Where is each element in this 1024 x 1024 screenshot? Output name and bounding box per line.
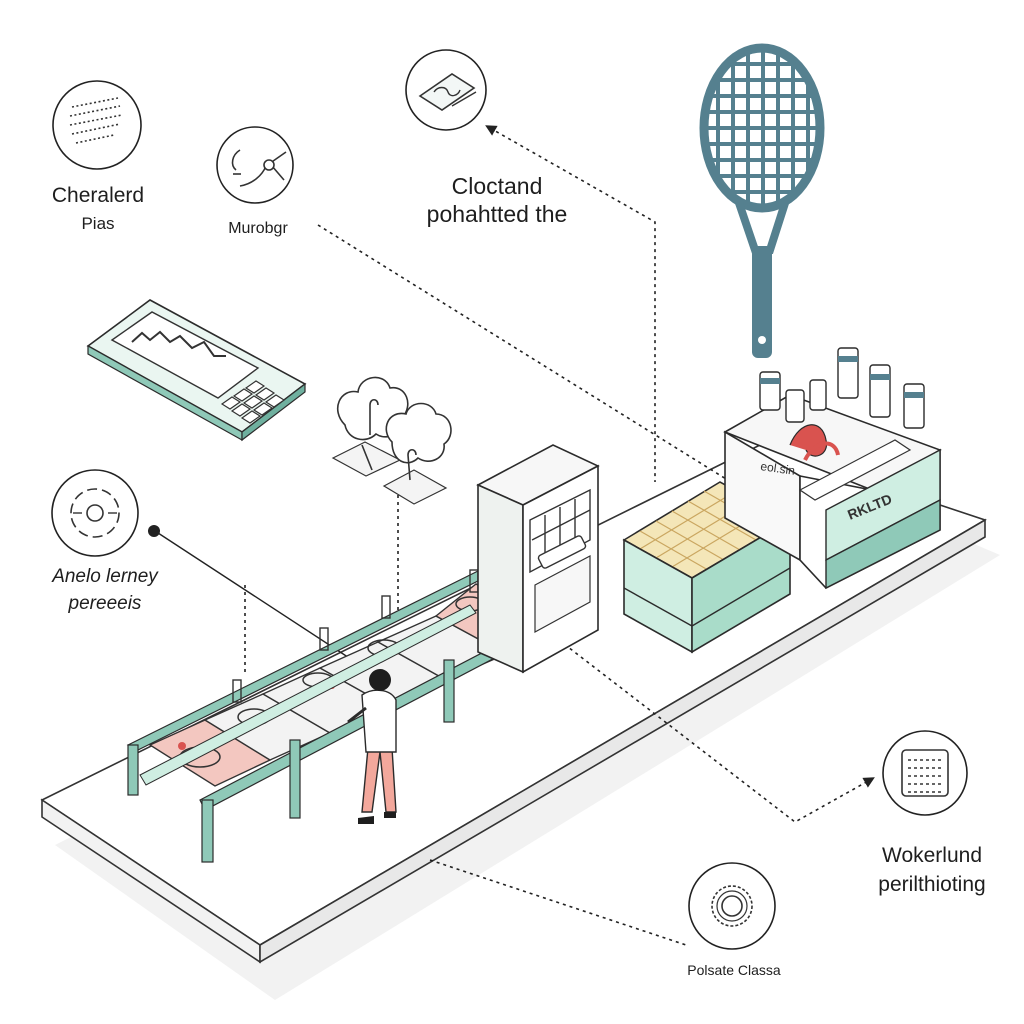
connector-anelo-solid <box>154 530 361 666</box>
label-anelo: Anelo lerney <box>52 566 158 587</box>
label-pias: Pias <box>81 214 115 233</box>
document-lines-icon <box>52 80 142 170</box>
target-icon <box>51 469 139 557</box>
keycard-icon <box>405 49 487 131</box>
box-label-left: eol.sin <box>760 459 796 478</box>
label-murobgr: Murobgr <box>228 220 288 237</box>
gear-ring-icon <box>688 862 776 950</box>
label-pereeeis: pereeeis <box>68 593 142 614</box>
label-cloctand: Cloctand <box>451 173 543 199</box>
control-cabinet <box>476 444 600 674</box>
label-polsate: Polsate Classa <box>687 962 781 978</box>
trees-icon <box>331 376 452 505</box>
label-perilthioting: perilthioting <box>878 873 986 896</box>
connector-lines <box>244 125 875 946</box>
worker-icon <box>347 669 397 824</box>
connector-cloctand <box>485 125 656 482</box>
tools-icon <box>216 126 294 204</box>
connector-polsate <box>429 859 687 946</box>
grid-matrix-icon <box>882 730 968 816</box>
keyboard-icon <box>86 299 307 442</box>
packing-station <box>723 347 942 590</box>
label-wokerlund: Wokerlund <box>882 844 982 867</box>
label-cheralerd: Cheralerd <box>51 184 145 207</box>
connector-dot <box>148 525 160 537</box>
racket-icon <box>699 43 825 358</box>
label-pohahtted: pohahtted the <box>426 201 568 227</box>
